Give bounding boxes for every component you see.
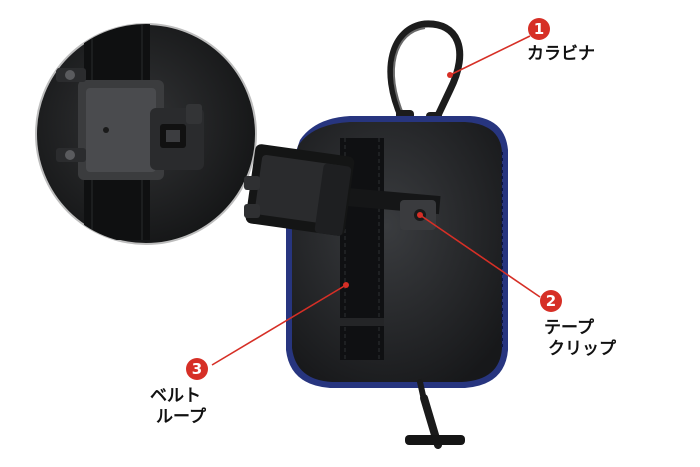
clip-detail-zoom (35, 23, 257, 245)
callout-label-1: カラビナ (527, 44, 595, 65)
callout-label-2: テープ クリップ (544, 318, 616, 360)
callout-badge-3: 3 (186, 358, 208, 380)
leader-line-2 (419, 214, 541, 298)
callout-label-3: ベルト ループ (150, 386, 206, 428)
callout-label-line: カラビナ (527, 44, 595, 64)
callout-badge-2: 2 (540, 290, 562, 312)
leader-lines (211, 35, 541, 366)
callout-label-line: テープ (544, 318, 594, 338)
callout-label-line: ベルト (150, 386, 201, 406)
leader-line-3 (211, 284, 347, 366)
callout-label-line: ループ (156, 407, 206, 427)
callout-label-line: クリップ (548, 339, 616, 359)
leader-line-1 (449, 35, 531, 76)
phone-clip (244, 144, 355, 236)
callout-badge-1: 1 (528, 18, 550, 40)
